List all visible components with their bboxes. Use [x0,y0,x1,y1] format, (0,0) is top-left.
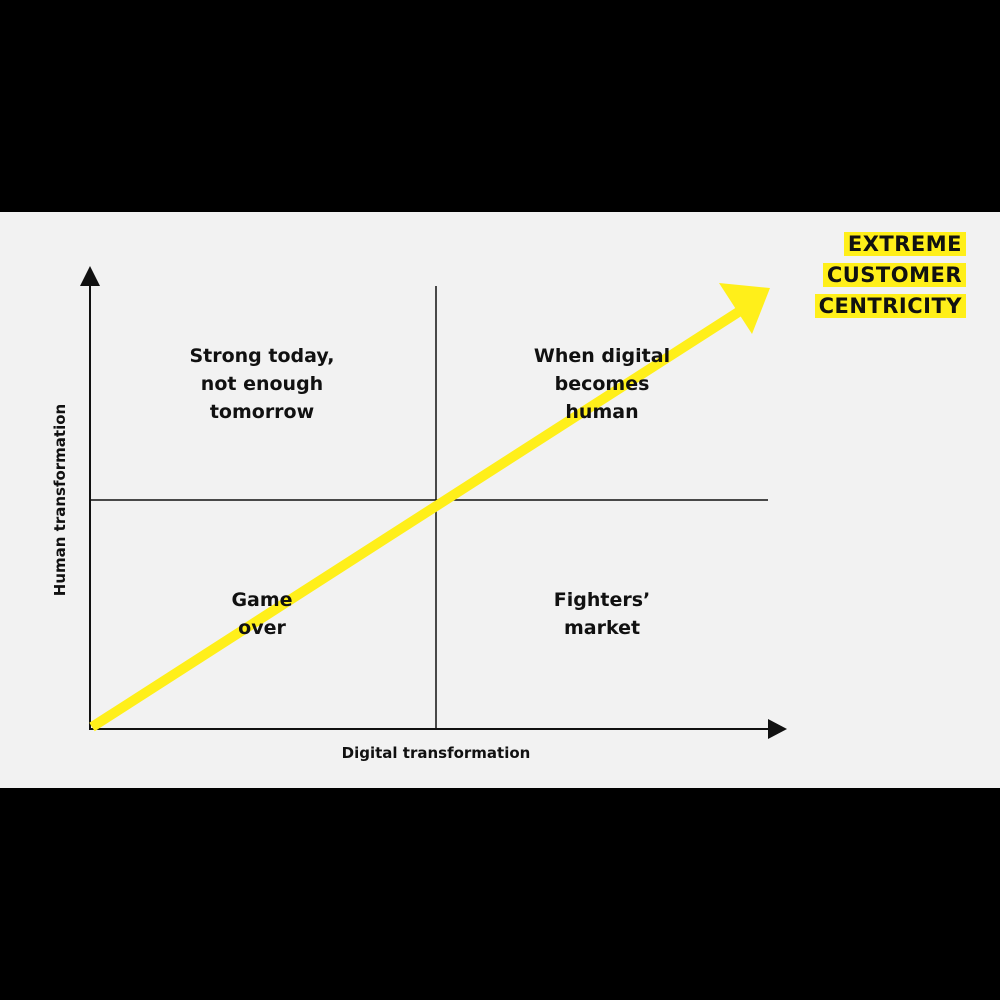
y-axis-arrowhead [80,266,100,286]
quadrant-top-left-label: Strong today, not enough tomorrow [189,345,335,423]
y-axis-label: Human transformation [51,403,69,597]
quadrant-bottom-right-label: Fighters’ market [553,589,651,639]
x-axis-label: Digital transformation [341,744,531,762]
quadrant-diagram [80,266,787,739]
headline-line-2: CUSTOMER [822,263,966,287]
headline-line-1: EXTREME [843,232,966,256]
quadrant-top-right-label: When digital becomes human [533,345,671,423]
diagonal-arrow-shaft [89,306,743,732]
diagonal-arrowhead [719,283,770,334]
headline-line-3: CENTRICITY [814,294,966,318]
headline: EXTREME CUSTOMER CENTRICITY [814,231,966,324]
quadrant-bottom-left-label: Game over [231,589,293,639]
diagram-canvas: Strong today, not enough tomorrow When d… [0,212,1000,788]
x-axis-arrowhead [768,719,787,739]
